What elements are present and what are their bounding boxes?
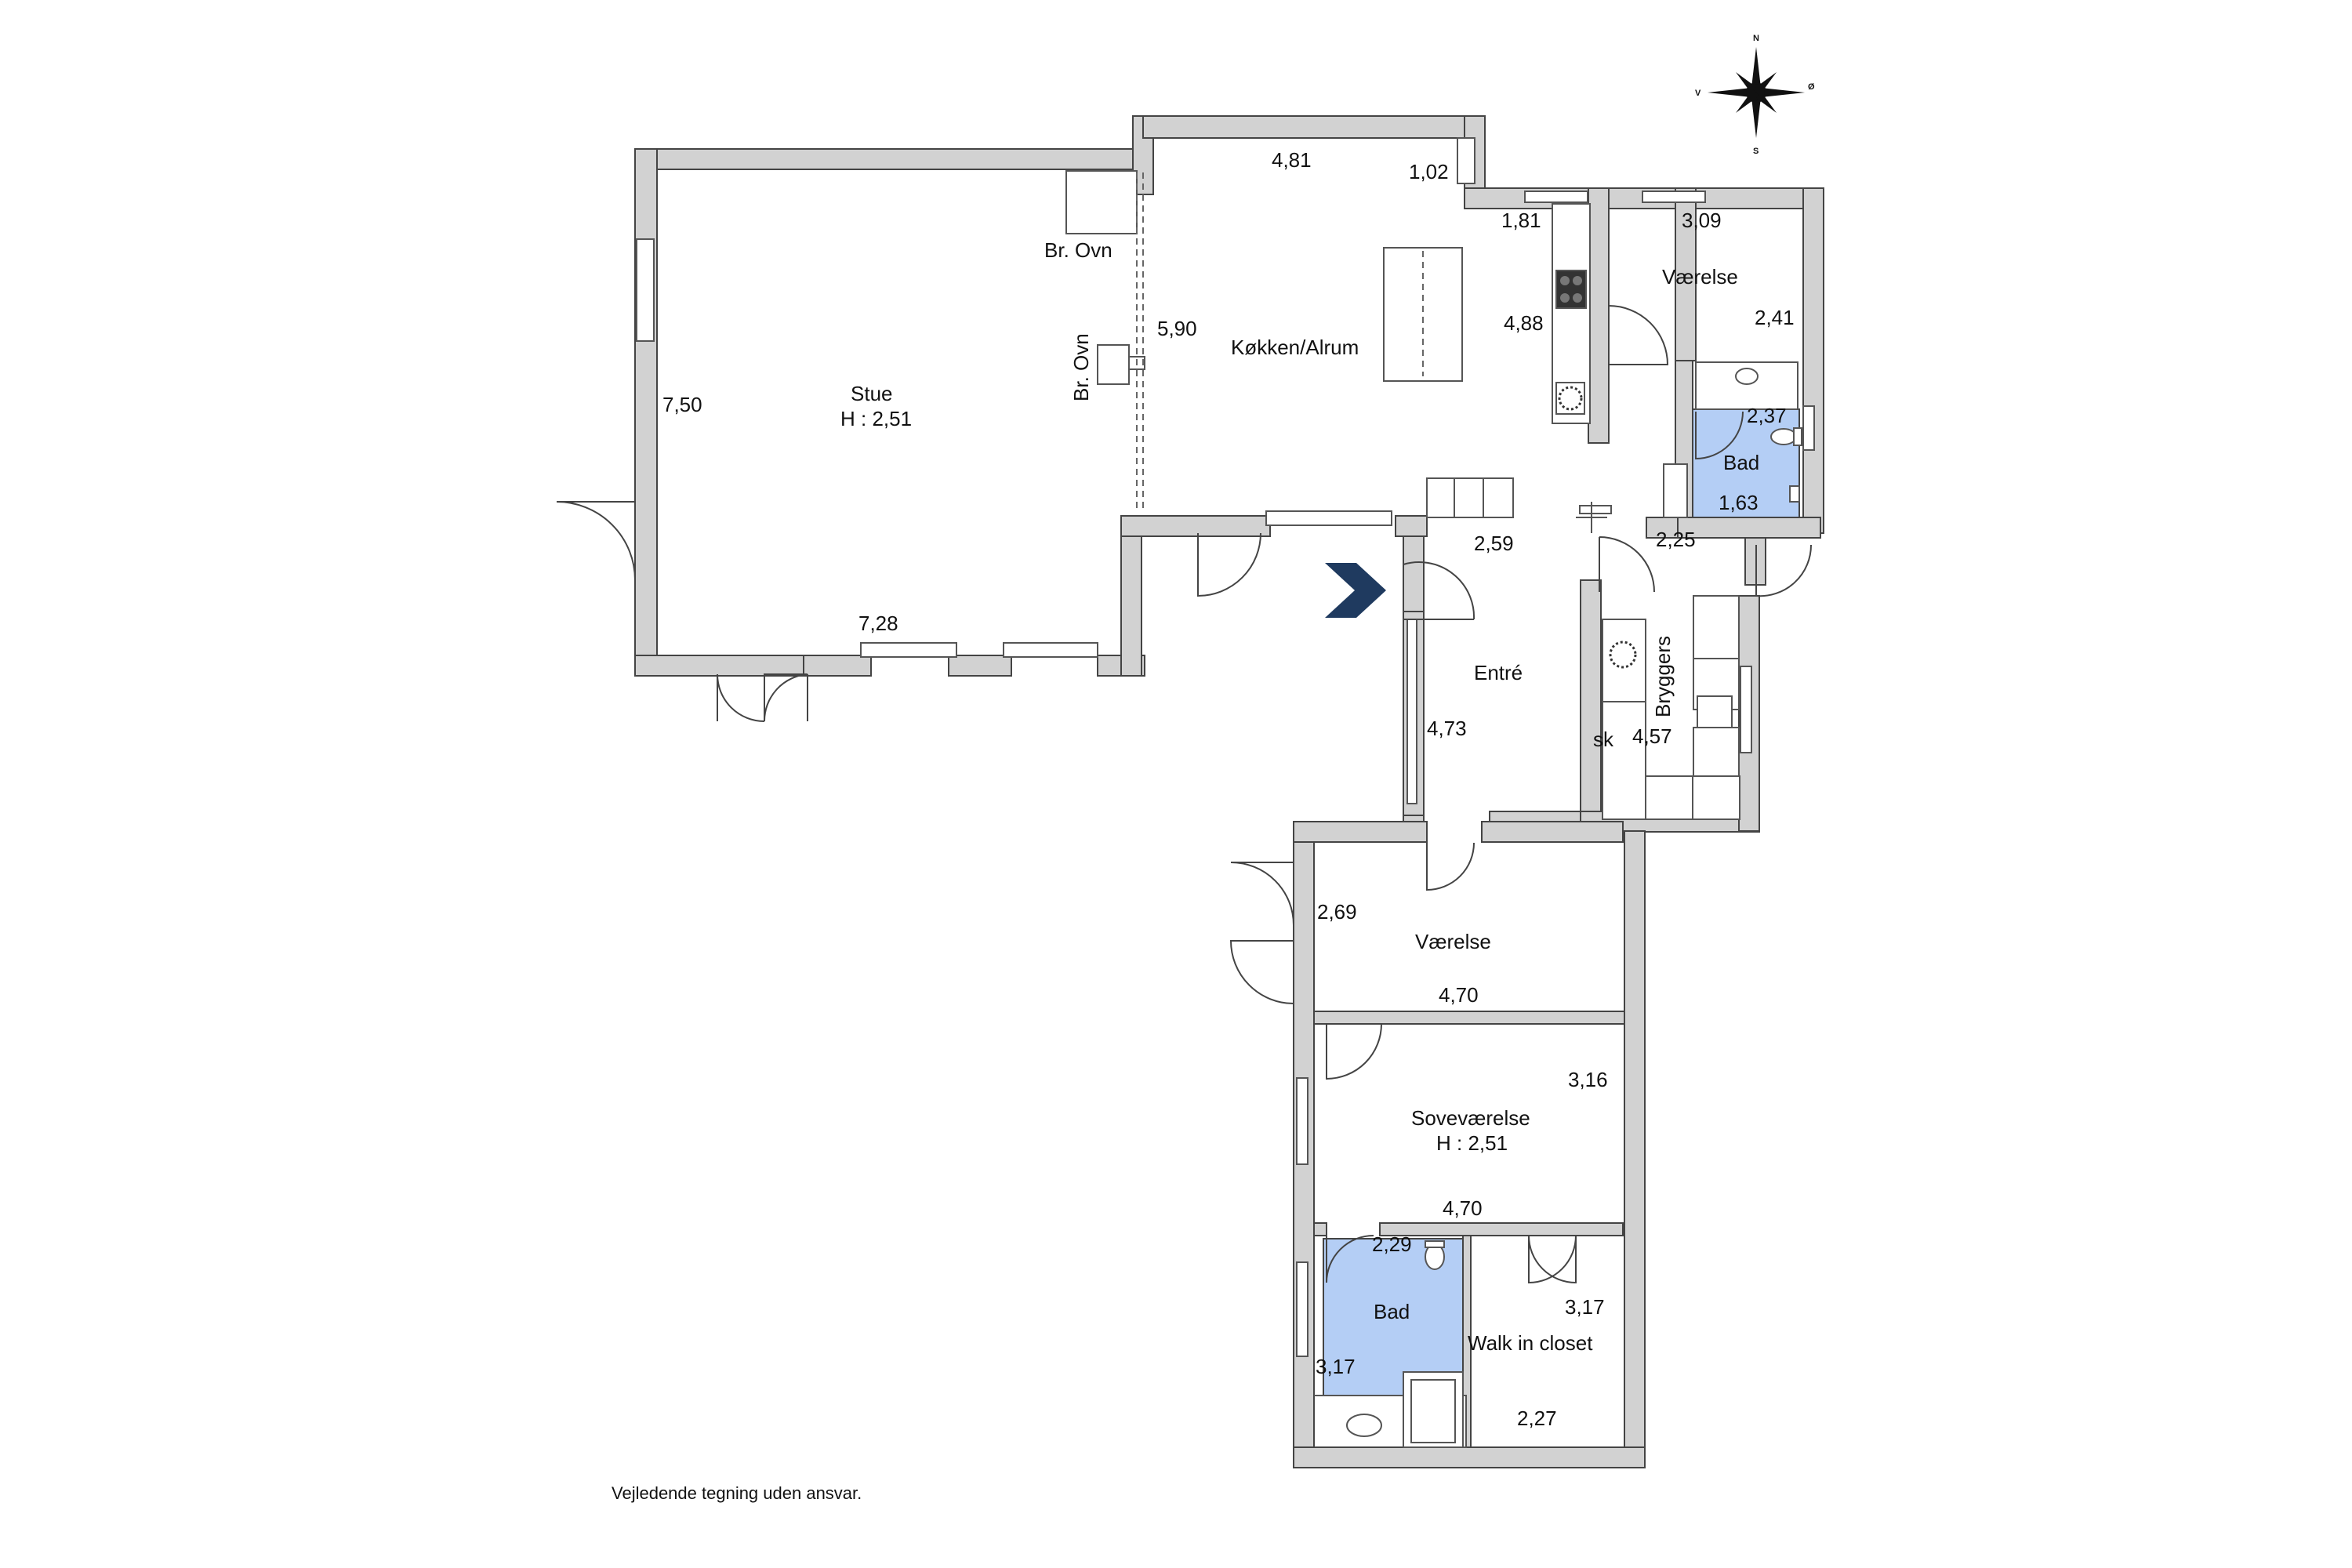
- room-bad-2-name: Bad: [1374, 1300, 1410, 1323]
- compass-o: Ø: [1808, 82, 1815, 92]
- room-sovevaerelse-height: H : 2,51: [1436, 1131, 1508, 1155]
- dim-1-81: 1,81: [1501, 209, 1541, 232]
- dim-3-17-b: 3,17: [1316, 1355, 1356, 1378]
- label-br-ovn-2: Br. Ovn: [1069, 333, 1093, 401]
- dim-4-73: 4,73: [1427, 717, 1467, 740]
- room-bad-1-name: Bad: [1723, 451, 1759, 474]
- room-sovevaerelse-name: Soveværelse: [1411, 1106, 1530, 1130]
- dim-2-41: 2,41: [1755, 306, 1795, 329]
- room-bryggers-sk: sk: [1593, 728, 1614, 751]
- dim-2-27: 2,27: [1517, 1406, 1557, 1430]
- dim-2-25: 2,25: [1656, 528, 1696, 551]
- windows: [636, 137, 1815, 1357]
- dim-4-88: 4,88: [1504, 311, 1544, 335]
- dim-4-57: 4,57: [1632, 724, 1672, 748]
- dim-3-17-a: 3,17: [1565, 1295, 1605, 1319]
- dim-3-16: 3,16: [1568, 1068, 1608, 1091]
- dim-1-02: 1,02: [1409, 160, 1449, 183]
- compass-n: N: [1753, 34, 1759, 43]
- label-br-ovn-1: Br. Ovn: [1044, 238, 1112, 262]
- dim-3-09: 3,09: [1682, 209, 1722, 232]
- dim-7-50: 7,50: [662, 393, 702, 416]
- room-stue-name: Stue: [851, 382, 893, 405]
- compass-v: V: [1695, 89, 1701, 98]
- room-entre-name: Entré: [1474, 661, 1523, 684]
- compass-rose: N S V Ø: [1695, 34, 1815, 156]
- room-closet-name: Walk in closet: [1468, 1331, 1593, 1355]
- fixtures: [1065, 170, 1802, 1448]
- dim-4-81: 4,81: [1272, 148, 1312, 172]
- entrance-arrow: [1325, 563, 1386, 618]
- room-bryggers-name: Bryggers: [1651, 636, 1675, 717]
- dim-2-37: 2,37: [1747, 404, 1787, 427]
- dim-2-59: 2,59: [1474, 532, 1514, 555]
- dim-2-29: 2,29: [1372, 1232, 1412, 1256]
- room-vaerelse-2-name: Værelse: [1415, 930, 1491, 953]
- doors: [556, 305, 1813, 1284]
- dim-5-90: 5,90: [1157, 317, 1197, 340]
- room-kokken-name: Køkken/Alrum: [1231, 336, 1359, 359]
- room-vaerelse-1-name: Værelse: [1662, 265, 1738, 289]
- dim-2-69: 2,69: [1317, 900, 1357, 924]
- dimension-labels: 4,81 1,02 1,81 3,09 2,41 4,88 5,90 7,50 …: [662, 148, 1795, 1430]
- room-stue-height: H : 2,51: [840, 407, 912, 430]
- dim-1-63: 1,63: [1719, 491, 1759, 514]
- room-labels: Stue H : 2,51 Køkken/Alrum Værelse Bad E…: [840, 238, 1759, 1355]
- dim-4-70-a: 4,70: [1439, 983, 1479, 1007]
- dim-7-28: 7,28: [858, 612, 898, 635]
- disclaimer-text: Vejledende tegning uden ansvar.: [612, 1483, 862, 1503]
- compass-s: S: [1753, 147, 1759, 156]
- dim-4-70-b: 4,70: [1443, 1196, 1483, 1220]
